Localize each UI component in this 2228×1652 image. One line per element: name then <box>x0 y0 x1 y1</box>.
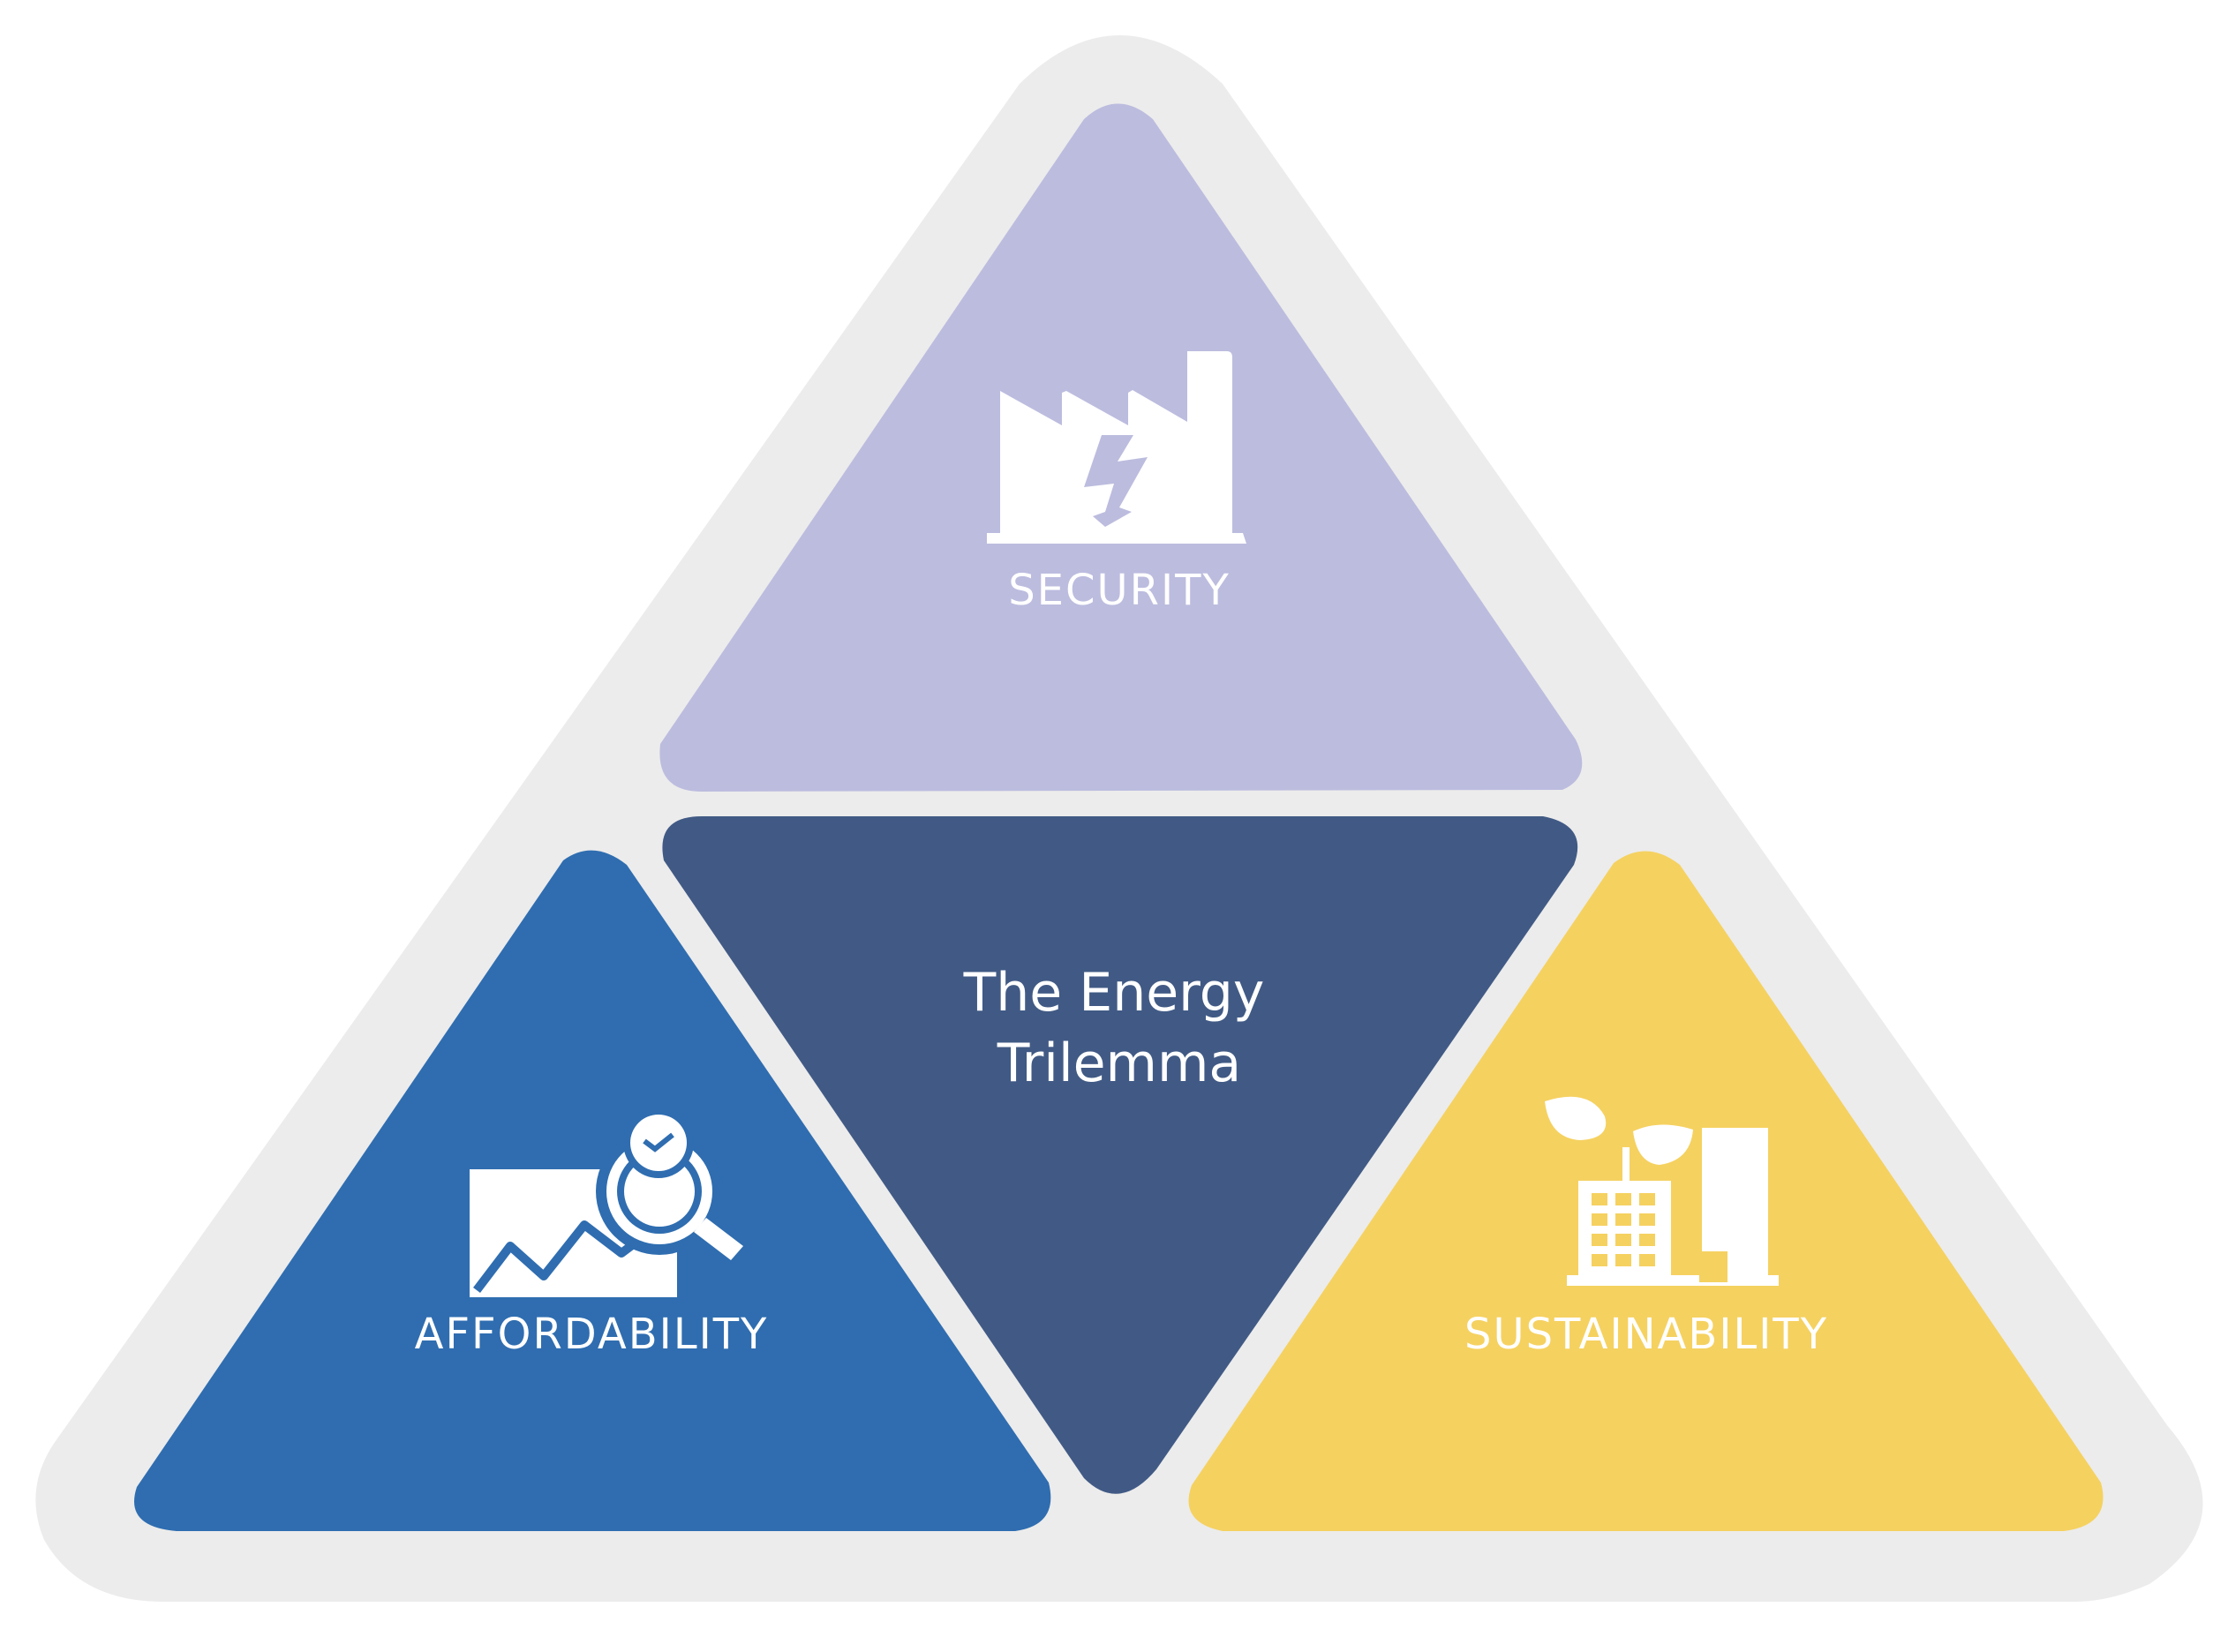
center-triangle <box>662 816 1578 1494</box>
sustainability-label: SUSTAINABILITY <box>1464 1310 1828 1359</box>
center-title-line1: The Energy <box>963 962 1265 1024</box>
chart-magnifier-icon <box>470 1108 743 1297</box>
security-label: SECURITY <box>1008 566 1231 615</box>
center-title-line2: Trilemma <box>997 1032 1241 1094</box>
factory-lightning-icon <box>987 351 1246 544</box>
green-building-icon <box>1545 1096 1779 1286</box>
affordability-label: AFFORDABILITY <box>415 1310 769 1359</box>
